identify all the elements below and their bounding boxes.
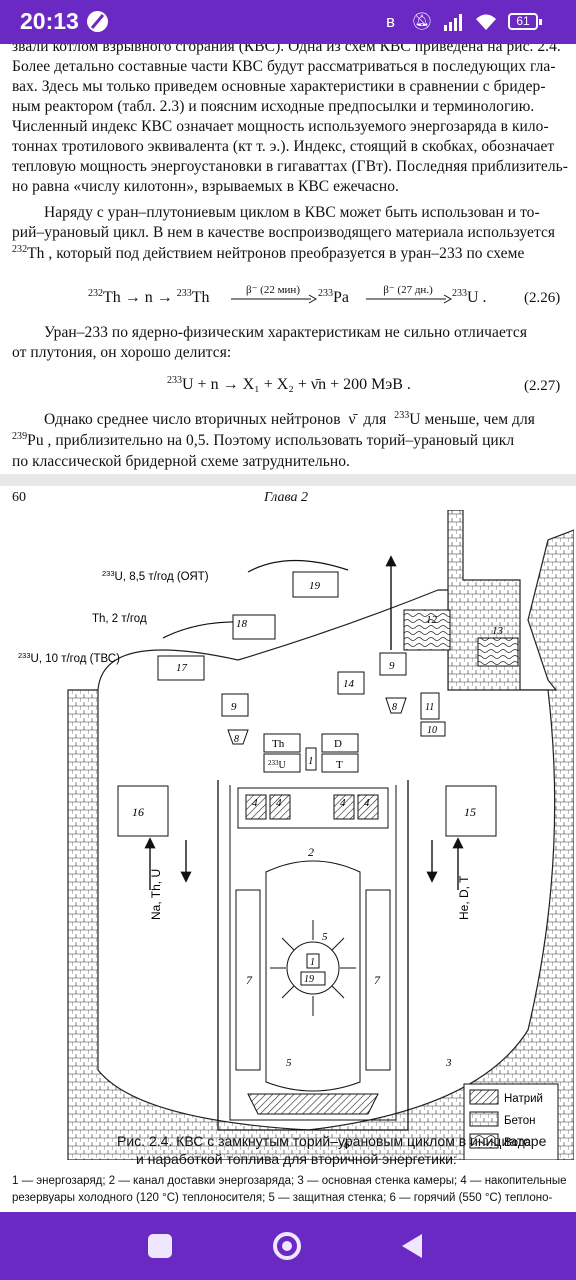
svg-text:14: 14 bbox=[343, 678, 355, 690]
svg-text:Натрий: Натрий bbox=[504, 1093, 543, 1105]
figure-legend-text: 1 — энергозаряд; 2 — канал доставки энер… bbox=[12, 1175, 567, 1187]
svg-text:He, D, T: He, D, T bbox=[457, 875, 471, 920]
svg-text:19: 19 bbox=[309, 580, 321, 592]
svg-text:4: 4 bbox=[252, 797, 258, 809]
status-time: 20:13 bbox=[20, 8, 79, 34]
svg-text:11: 11 bbox=[425, 702, 434, 713]
decay-label: β⁻ (22 мин) bbox=[246, 284, 300, 296]
text-line: по классической бридерной схеме затрудни… bbox=[12, 453, 350, 470]
svg-text:Бетон: Бетон bbox=[504, 1115, 535, 1127]
text-line: Более детально составные части КВС будут… bbox=[12, 58, 556, 75]
figure-legend-text: резервуары холодного (120 °С) теплоносит… bbox=[12, 1192, 553, 1204]
svg-text:Na, Th, U: Na, Th, U bbox=[149, 869, 163, 920]
back-button[interactable] bbox=[402, 1234, 422, 1258]
svg-text:2: 2 bbox=[308, 845, 314, 859]
svg-text:16: 16 bbox=[132, 805, 144, 819]
text-line: Наряду с уран–плутониевым циклом в КВС м… bbox=[44, 204, 540, 221]
svg-text:3: 3 bbox=[445, 1057, 452, 1069]
kvs-diagram: 233U, 8,5 т/год (ОЯТ) Th, 2 т/год 233U, … bbox=[18, 510, 574, 1160]
recent-apps-button[interactable] bbox=[148, 1234, 172, 1258]
svg-text:1: 1 bbox=[308, 755, 314, 767]
wifi-icon bbox=[476, 14, 496, 30]
svg-text:9: 9 bbox=[389, 660, 395, 672]
chapter-header: Глава 2 bbox=[264, 490, 308, 505]
svg-text:12: 12 bbox=[426, 614, 438, 626]
svg-text:15: 15 bbox=[464, 805, 476, 819]
page-separator bbox=[0, 474, 576, 486]
equation-number: (2.26) bbox=[524, 290, 561, 306]
svg-text:18: 18 bbox=[236, 618, 248, 630]
svg-text:8: 8 bbox=[234, 734, 239, 745]
home-button[interactable] bbox=[273, 1232, 301, 1260]
figure-caption: и наработкой топлива для вторичной энерг… bbox=[136, 1151, 457, 1167]
text-line: но равна «числу килотонн», взрываемых в … bbox=[12, 178, 399, 195]
svg-text:Вода: Вода bbox=[504, 1137, 532, 1149]
status-bar: 20:13 ʙ 🔕︎ 61 bbox=[0, 0, 576, 44]
text-line: Численный индекс КВС означает мощность и… bbox=[12, 118, 549, 135]
figure-caption: Рис. 2.4. КВС с замкнутым торий–урановым… bbox=[117, 1133, 547, 1149]
svg-text:17: 17 bbox=[176, 662, 188, 674]
book-page[interactable]: звали котлом взрывного сгорания (КВС). О… bbox=[0, 44, 576, 1212]
svg-text:Th, 2 т/год: Th, 2 т/год bbox=[92, 613, 147, 625]
reaction-arrow bbox=[231, 294, 317, 304]
text-line: ным реактором (табл. 2.3) и поясним исхо… bbox=[12, 98, 535, 115]
svg-text:7: 7 bbox=[246, 973, 253, 987]
svg-text:D: D bbox=[334, 738, 342, 750]
text-line: Уран–233 по ядерно-физическим характерис… bbox=[44, 324, 528, 341]
reaction-arrow bbox=[366, 294, 452, 304]
svg-text:9: 9 bbox=[231, 701, 237, 713]
text-line: 232Th , который под действием нейтронов … bbox=[12, 244, 525, 262]
svg-text:233U, 10 т/год (ТВС): 233U, 10 т/год (ТВС) bbox=[18, 651, 120, 665]
navigation-bar bbox=[0, 1212, 576, 1280]
decay-label: β⁻ (27 дн.) bbox=[383, 284, 433, 296]
equation-2-26-pa: 233Pa bbox=[318, 288, 349, 306]
svg-text:6: 6 bbox=[344, 1139, 350, 1151]
equation-2-26: 232Th → n → 233Th bbox=[88, 288, 210, 306]
svg-text:1: 1 bbox=[310, 957, 315, 968]
text-line: вах. Здесь мы только приведем основные х… bbox=[12, 78, 546, 95]
page-number: 60 bbox=[12, 490, 26, 505]
text-line: звали котлом взрывного сгорания (КВС). О… bbox=[12, 44, 561, 55]
svg-text:4: 4 bbox=[340, 797, 346, 809]
svg-text:5: 5 bbox=[322, 931, 328, 943]
text-line: Однако среднее число вторичных нейтронов… bbox=[44, 410, 535, 428]
battery-indicator: 61 bbox=[508, 13, 542, 30]
svg-text:4: 4 bbox=[364, 797, 370, 809]
svg-text:233U: 233U bbox=[268, 759, 287, 771]
equation-number: (2.27) bbox=[524, 378, 561, 394]
text-line: тоннах тротилового эквивалента (кт т. э.… bbox=[12, 138, 555, 155]
svg-text:233U, 8,5 т/год (ОЯТ): 233U, 8,5 т/год (ОЯТ) bbox=[102, 569, 209, 583]
svg-text:10: 10 bbox=[427, 725, 437, 736]
text-line: тепловую мощность энергоустановки в гига… bbox=[12, 158, 568, 175]
equation-2-27: 233U + n → X₁ + X₂ + ν̄n + 200 МэВ . bbox=[167, 375, 411, 393]
text-line: 239Pu , приблизительно на 0,5. Поэтому и… bbox=[12, 431, 515, 449]
text-line: от плутония, он хорошо делится: bbox=[12, 344, 232, 361]
mute-icon: 🔕︎ bbox=[411, 12, 433, 31]
equation-2-26-u: 233U . bbox=[452, 288, 487, 306]
bluetooth-icon: ʙ bbox=[386, 12, 396, 31]
svg-text:13: 13 bbox=[492, 625, 504, 637]
svg-text:4: 4 bbox=[276, 797, 282, 809]
text-line: рий–урановый цикл. В нем в качестве восп… bbox=[12, 224, 556, 241]
svg-text:8: 8 bbox=[392, 702, 397, 713]
signal-icon bbox=[444, 14, 462, 31]
svg-text:Th: Th bbox=[272, 738, 285, 750]
notification-icon bbox=[87, 11, 108, 32]
svg-text:7: 7 bbox=[374, 973, 381, 987]
svg-text:T: T bbox=[336, 759, 343, 771]
svg-text:19: 19 bbox=[304, 974, 314, 985]
svg-text:5: 5 bbox=[286, 1057, 292, 1069]
